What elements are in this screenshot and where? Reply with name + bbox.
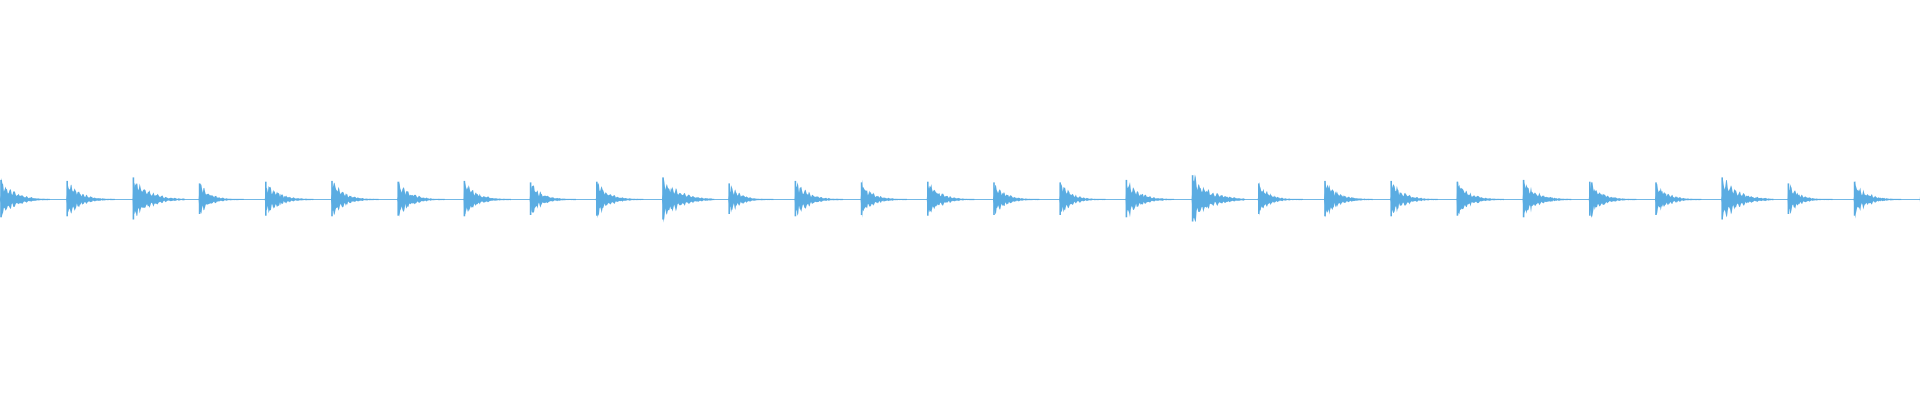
waveform-onset [1390, 184, 1438, 213]
waveform-onset [1588, 181, 1637, 218]
waveform-onset [926, 184, 975, 215]
waveform-onset [595, 181, 644, 219]
waveform-onset [1324, 181, 1373, 218]
waveform-onsets [0, 174, 1920, 223]
waveform-onset [993, 184, 1040, 215]
waveform-onset [1191, 174, 1245, 223]
waveform-onset [331, 182, 379, 215]
waveform-onset [0, 177, 50, 218]
waveform-onset [1257, 181, 1303, 216]
waveform-onset [1721, 178, 1774, 220]
waveform-onset [794, 182, 844, 216]
waveform-onset [132, 182, 185, 216]
waveform-onset [264, 186, 314, 214]
waveform-onset [1125, 182, 1175, 218]
waveform-onset [1655, 183, 1702, 215]
waveform-onset [728, 185, 774, 213]
waveform-onset [66, 184, 115, 214]
waveform-onset [1522, 181, 1572, 215]
waveform-onset [1456, 180, 1504, 216]
waveform-onset [1787, 184, 1833, 214]
waveform-onset [198, 183, 244, 214]
waveform-onset [1853, 180, 1902, 219]
waveform-onset [1059, 183, 1106, 213]
waveform-onset [463, 181, 511, 215]
waveform-onset [662, 177, 715, 223]
waveform-onset [397, 181, 445, 217]
waveform-onset [529, 185, 576, 213]
waveform-onset [860, 179, 907, 218]
